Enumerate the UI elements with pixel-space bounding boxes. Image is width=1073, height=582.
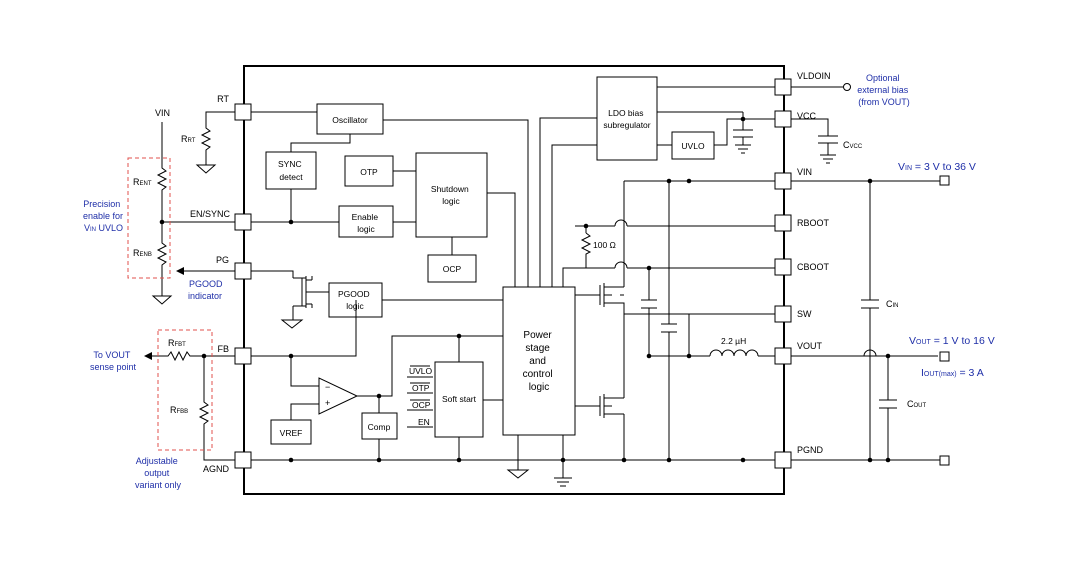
pin-vout bbox=[774, 347, 792, 365]
pin-cboot bbox=[774, 258, 792, 276]
enable-divider-box bbox=[127, 157, 171, 279]
cin-label: CIN bbox=[886, 299, 899, 309]
enable-logic-block bbox=[338, 205, 394, 238]
vin-range-note: VIN = 3 V to 36 V bbox=[898, 161, 976, 173]
vout-sense-note: To VOUT sense point bbox=[90, 350, 137, 372]
pin-vldoin bbox=[774, 78, 792, 96]
oscillator-label: Oscillator bbox=[332, 115, 368, 125]
precision-enable-note: Precision enable for bbox=[83, 199, 123, 221]
pgood-indicator-note: PGOOD indicator bbox=[188, 279, 225, 301]
power-stage-block bbox=[502, 286, 576, 436]
pin-cboot-label: CBOOT bbox=[797, 262, 830, 272]
pin-vin bbox=[774, 172, 792, 190]
terminal-pgnd bbox=[939, 455, 950, 466]
pin-sw bbox=[774, 305, 792, 323]
adjustable-note: Adjustable output variant only bbox=[135, 456, 182, 490]
pin-sw-label: SW bbox=[797, 309, 812, 319]
rrt-label: RRT bbox=[181, 134, 196, 144]
feedback-divider-box bbox=[157, 329, 213, 451]
rfbb-label: RFBB bbox=[170, 405, 188, 415]
external-left-circuit bbox=[144, 111, 235, 461]
terminal-vin bbox=[939, 175, 950, 186]
pin-rt-label: RT bbox=[217, 94, 229, 104]
vout-range-note: VOUT = 1 V to 16 V bbox=[909, 335, 995, 347]
pin-vcc bbox=[774, 110, 792, 128]
ldo-bias-label: LDO bias subregulator bbox=[603, 108, 650, 130]
pin-rboot-label: RBOOT bbox=[797, 218, 830, 228]
otp-label: OTP bbox=[360, 167, 378, 177]
inductor-label: 2.2 µH bbox=[721, 336, 746, 346]
pin-pgnd-label: PGND bbox=[797, 445, 824, 455]
ss-input-otp: OTP bbox=[412, 383, 430, 393]
enable-divider-junction bbox=[159, 219, 165, 225]
iout-max-note: IOUT(max) = 3 A bbox=[921, 367, 984, 379]
soft-start-label: Soft start bbox=[442, 394, 477, 404]
vref-label: VREF bbox=[280, 428, 303, 438]
cvcc-label: CVCC bbox=[843, 140, 863, 150]
ldo-bias-block bbox=[596, 76, 658, 161]
amp-plus: + bbox=[325, 398, 330, 408]
ic-boundary bbox=[243, 65, 785, 495]
pin-vcc-label: VCC bbox=[797, 111, 817, 121]
oscillator-block bbox=[316, 103, 384, 135]
ss-input-ocp: OCP bbox=[412, 400, 431, 410]
amp-minus: − bbox=[325, 382, 330, 392]
shutdown-logic-block bbox=[415, 152, 488, 238]
internal-wiring bbox=[251, 86, 938, 478]
ss-input-en: EN bbox=[418, 417, 430, 427]
pin-agnd-label: AGND bbox=[203, 464, 230, 474]
optional-bias-note: Optional external bias (from VOUT) bbox=[857, 73, 911, 107]
pin-pgnd bbox=[774, 451, 792, 469]
comp-label: Comp bbox=[368, 422, 391, 432]
pgood-logic-label: PGOOD logic bbox=[338, 289, 372, 311]
error-amplifier bbox=[318, 377, 359, 415]
pin-rt bbox=[234, 103, 252, 121]
pin-pg bbox=[234, 262, 252, 280]
vin-left-label: VIN bbox=[155, 108, 170, 118]
pin-pg-label: PG bbox=[216, 255, 229, 265]
sync-detect-block bbox=[265, 151, 317, 190]
rfbt-label: RFBT bbox=[168, 338, 186, 348]
shutdown-logic-label: Shutdown logic bbox=[431, 184, 471, 206]
ground-symbols bbox=[280, 319, 572, 487]
enable-logic-label: Enable logic bbox=[352, 212, 381, 234]
ocp-label: OCP bbox=[443, 264, 462, 274]
pin-fb-label: FB bbox=[217, 344, 229, 354]
pin-vin-label: VIN bbox=[797, 167, 812, 177]
uvlo-block-label: UVLO bbox=[681, 141, 705, 151]
feedback-junction bbox=[201, 353, 207, 359]
pin-agnd bbox=[234, 451, 252, 469]
terminal-vout bbox=[939, 351, 950, 362]
ss-input-uvlo: UVLO bbox=[409, 366, 433, 376]
vin-uvlo-note: VIN UVLO bbox=[84, 223, 123, 233]
pin-vldoin-label: VLDOIN bbox=[797, 71, 831, 81]
cout-label: COUT bbox=[907, 399, 927, 409]
pin-en-sync bbox=[234, 213, 252, 231]
renb-label: RENB bbox=[133, 248, 152, 258]
ocp-block bbox=[427, 254, 477, 283]
external-right-circuit bbox=[791, 83, 940, 461]
pin-fb bbox=[234, 347, 252, 365]
power-stage-label: Power stage and control logic bbox=[523, 330, 556, 393]
r100-label: 100 Ω bbox=[593, 240, 616, 250]
pin-en-sync-label: EN/SYNC bbox=[190, 209, 231, 219]
pin-rboot bbox=[774, 214, 792, 232]
pin-vout-label: VOUT bbox=[797, 341, 823, 351]
rent-label: RENT bbox=[133, 177, 152, 187]
sync-detect-label: SYNC detect bbox=[278, 159, 304, 182]
